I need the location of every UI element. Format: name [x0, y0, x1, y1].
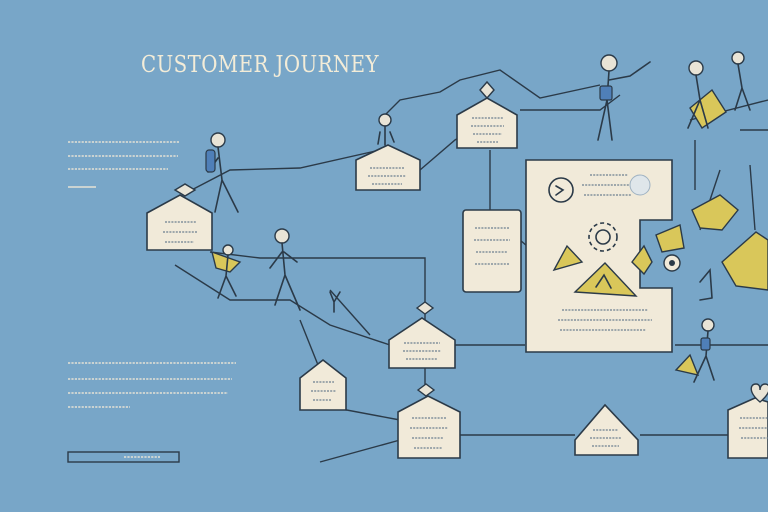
stage-card-4 — [388, 317, 456, 369]
yellow-blocks — [211, 88, 768, 376]
warning-triangle-icon — [573, 262, 638, 297]
page-title: CUSTOMER JOURNEY — [141, 52, 380, 78]
person-figure-icon — [329, 291, 341, 313]
clock-icon — [548, 177, 574, 203]
intro-text-block — [68, 141, 180, 188]
heart-icon — [750, 383, 768, 403]
description-text-block — [68, 362, 236, 408]
stage-card-1 — [146, 194, 213, 251]
person-figure-icon — [597, 54, 651, 141]
stage-card-5 — [299, 358, 347, 411]
main-panel — [525, 159, 673, 353]
ring-icon — [663, 254, 681, 272]
map-pin-icon — [631, 244, 653, 276]
person-figure-icon — [731, 51, 751, 111]
stage-card-2 — [355, 144, 421, 191]
person-figure-icon — [693, 318, 715, 383]
person-figure-icon — [217, 244, 237, 299]
footer-bar — [67, 451, 180, 463]
stage-card-6 — [397, 395, 461, 459]
person-figure-icon — [377, 113, 395, 146]
person-figure-icon — [699, 267, 713, 301]
bubble-icon — [629, 174, 651, 196]
warning-triangle-icon — [552, 244, 584, 272]
connector-markers — [173, 80, 495, 397]
person-figure-icon — [687, 60, 709, 129]
gear-icon — [588, 222, 618, 252]
info-card-tall — [462, 209, 522, 293]
stage-card-8 — [727, 397, 768, 459]
stage-card-7 — [574, 403, 639, 456]
person-figure-icon — [269, 228, 301, 311]
stage-card-3 — [456, 97, 518, 149]
person-figure-icon — [205, 132, 239, 213]
